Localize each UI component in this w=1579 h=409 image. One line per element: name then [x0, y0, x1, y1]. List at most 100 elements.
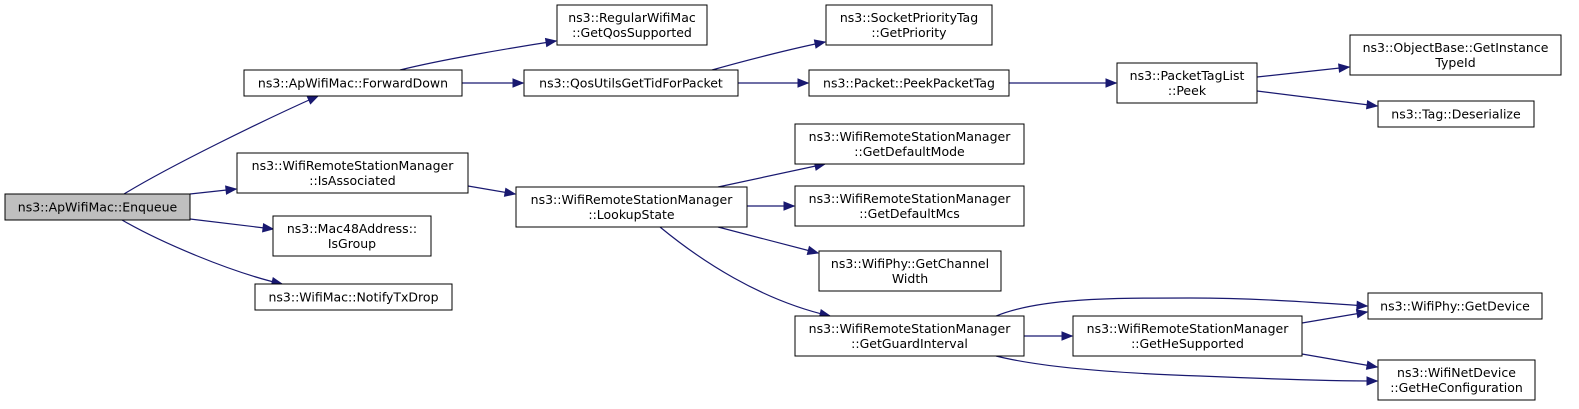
node-getpriority[interactable]: ns3::SocketPriorityTag::GetPriority — [825, 4, 993, 46]
node-label: ::GetPriority — [871, 25, 947, 40]
node-getguardinterval[interactable]: ns3::WifiRemoteStationManager::GetGuardI… — [794, 315, 1025, 357]
node-label: Width — [892, 271, 928, 286]
edge-line — [717, 163, 826, 188]
node-box[interactable] — [1116, 62, 1258, 104]
nodes-layer: ns3::ApWifiMac::Enqueue ns3::ApWifiMac::F… — [4, 4, 1562, 401]
node-label: TypeId — [1434, 55, 1475, 70]
node-label: ::IsAssociated — [309, 173, 395, 188]
edge-line — [123, 95, 319, 195]
node-label: ::GetHeSupported — [1131, 336, 1244, 351]
node-box[interactable] — [794, 123, 1025, 165]
edge-line — [995, 355, 1378, 382]
node-getqossupported[interactable]: ns3::RegularWifiMac::GetQosSupported — [556, 4, 708, 46]
arrowhead-icon — [813, 39, 827, 49]
edge-peekpackettag-to-packettaglistpeek — [1009, 78, 1118, 88]
arrowhead-icon — [1365, 360, 1379, 370]
edge-line — [1256, 66, 1350, 78]
edge-line — [399, 40, 557, 71]
node-label: ns3::WifiNetDevice — [1397, 365, 1516, 380]
arrowhead-icon — [806, 245, 820, 255]
node-isgroup[interactable]: ns3::Mac48Address::IsGroup — [272, 215, 432, 257]
edge-line — [1256, 90, 1378, 107]
node-notifytxdrop[interactable]: ns3::WifiMac::NotifyTxDrop — [254, 283, 453, 311]
edge-forwarddown-to-qosutils — [462, 78, 525, 88]
node-label: ns3::ApWifiMac::Enqueue — [18, 200, 178, 215]
node-isassociated[interactable]: ns3::WifiRemoteStationManager::IsAssocia… — [236, 152, 469, 194]
arrowhead-icon — [1356, 300, 1369, 311]
node-box[interactable] — [1072, 315, 1303, 357]
node-label: ns3::WifiRemoteStationManager — [1087, 321, 1290, 336]
node-getdefaultmode[interactable]: ns3::WifiRemoteStationManager::GetDefaul… — [794, 123, 1025, 165]
edge-getguardinterval-to-gethesupported — [1024, 331, 1074, 341]
arrowhead-icon — [1355, 309, 1369, 319]
edge-line — [711, 41, 826, 71]
node-label: ns3::SocketPriorityTag — [840, 10, 978, 25]
node-label: ns3::WifiRemoteStationManager — [531, 192, 734, 207]
node-label: ns3::WifiRemoteStationManager — [809, 191, 1012, 206]
node-box[interactable] — [4, 193, 191, 221]
arrowhead-icon — [1366, 376, 1379, 386]
node-box[interactable] — [818, 250, 1002, 292]
node-label: ns3::Packet::PeekPacketTag — [823, 76, 995, 91]
node-box[interactable] — [254, 283, 453, 311]
edge-enqueue-to-notifytxdrop — [121, 219, 284, 287]
node-box[interactable] — [243, 69, 463, 97]
arrowhead-icon — [1105, 78, 1118, 88]
arrowhead-icon — [1338, 63, 1351, 73]
node-label: ns3::WifiRemoteStationManager — [809, 321, 1012, 336]
node-packettaglistpeek[interactable]: ns3::PacketTagList::Peek — [1116, 62, 1258, 104]
node-box[interactable] — [523, 69, 739, 97]
edge-lookupstate-to-getdefaultmcs — [747, 201, 796, 211]
node-label: IsGroup — [328, 236, 376, 251]
node-peekpackettag[interactable]: ns3::Packet::PeekPacketTag — [808, 69, 1010, 97]
node-label: ns3::WifiRemoteStationManager — [252, 158, 455, 173]
node-box[interactable] — [556, 4, 708, 46]
edge-lookupstate-to-getguardinterval — [659, 226, 832, 319]
node-label: ns3::PacketTagList — [1130, 68, 1245, 83]
node-label: ns3::WifiRemoteStationManager — [809, 129, 1012, 144]
node-getheconfiguration[interactable]: ns3::WifiNetDevice::GetHeConfiguration — [1377, 359, 1536, 401]
node-box[interactable] — [1367, 292, 1543, 320]
node-lookupstate[interactable]: ns3::WifiRemoteStationManager::LookupSta… — [515, 186, 748, 228]
edge-isassociated-to-lookupstate — [467, 185, 517, 197]
node-deserialize[interactable]: ns3::Tag::Deserialize — [1377, 100, 1535, 128]
node-box[interactable] — [515, 186, 748, 228]
edge-forwarddown-to-getqossupported — [399, 37, 558, 71]
node-box[interactable] — [808, 69, 1010, 97]
node-box[interactable] — [1377, 100, 1535, 128]
node-enqueue[interactable]: ns3::ApWifiMac::Enqueue — [4, 193, 191, 221]
node-label: ::GetDefaultMcs — [859, 206, 960, 221]
node-label: ::GetDefaultMode — [854, 144, 965, 159]
edge-getguardinterval-to-getdevice — [995, 297, 1369, 317]
node-forwarddown[interactable]: ns3::ApWifiMac::ForwardDown — [243, 69, 463, 97]
edge-line — [717, 226, 819, 254]
node-box[interactable] — [1349, 34, 1562, 76]
node-box[interactable] — [236, 152, 469, 194]
node-box[interactable] — [794, 185, 1025, 227]
node-gethesupported[interactable]: ns3::WifiRemoteStationManager::GetHeSupp… — [1072, 315, 1303, 357]
node-getdefaultmcs[interactable]: ns3::WifiRemoteStationManager::GetDefaul… — [794, 185, 1025, 227]
node-box[interactable] — [794, 315, 1025, 357]
arrowhead-icon — [1365, 99, 1379, 110]
edge-gethesupported-to-getdevice — [1301, 309, 1369, 324]
node-qosutils[interactable]: ns3::QosUtilsGetTidForPacket — [523, 69, 739, 97]
edge-qosutils-to-peekpackettag — [738, 78, 810, 88]
edge-gethesupported-to-getheconfiguration — [1301, 353, 1379, 370]
edge-line — [1301, 311, 1368, 324]
node-label: ns3::QosUtilsGetTidForPacket — [539, 76, 723, 91]
arrowhead-icon — [1061, 331, 1074, 341]
node-label: ::GetGuardInterval — [851, 336, 968, 351]
node-box[interactable] — [1377, 359, 1536, 401]
node-box[interactable] — [272, 215, 432, 257]
node-getdevice[interactable]: ns3::WifiPhy::GetDevice — [1367, 292, 1543, 320]
arrowhead-icon — [306, 95, 320, 105]
node-label: ::GetHeConfiguration — [1390, 380, 1523, 395]
edge-lookupstate-to-getchannelwidth — [717, 226, 820, 255]
edge-line — [995, 297, 1368, 317]
edge-qosutils-to-getpriority — [711, 39, 827, 71]
arrowhead-icon — [544, 37, 558, 48]
node-box[interactable] — [825, 4, 993, 46]
